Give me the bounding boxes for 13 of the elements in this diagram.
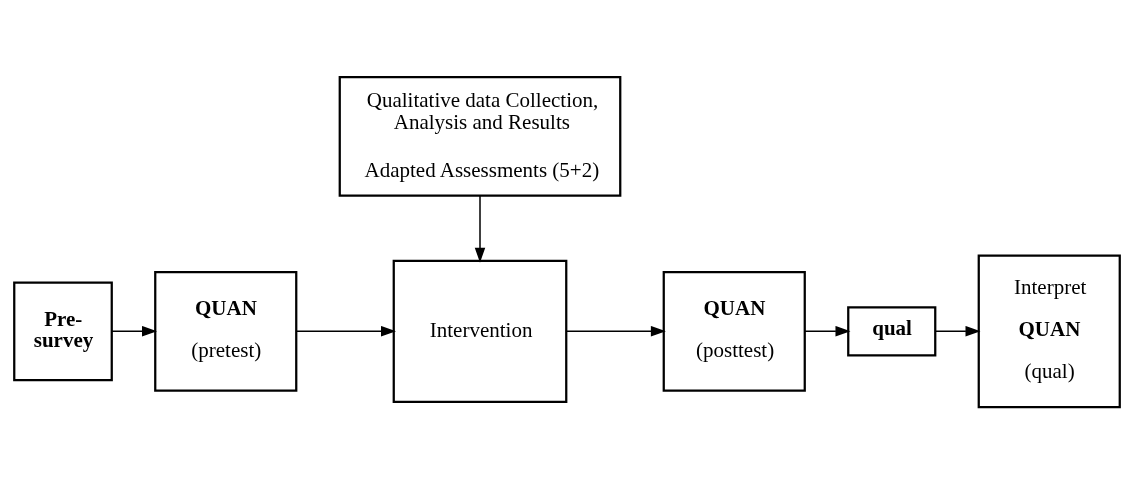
arrow xyxy=(934,325,981,336)
arrow xyxy=(295,325,397,336)
node-box: qual xyxy=(847,305,937,356)
arrow xyxy=(111,325,158,336)
arrow xyxy=(804,325,851,336)
node-box: QUAN (pretest) xyxy=(154,270,298,392)
node-box: Intervention xyxy=(392,259,568,403)
node-box: QUAN (posttest) xyxy=(662,270,806,392)
arrow xyxy=(474,194,486,263)
arrow xyxy=(565,325,666,336)
node-box: Pre- survey xyxy=(13,280,113,381)
node-box: Interpret QUAN (qual) xyxy=(977,253,1121,408)
node-box: Qualitative data Collection, Analysis and Results Adapted Assessments (5+2) xyxy=(338,75,622,197)
